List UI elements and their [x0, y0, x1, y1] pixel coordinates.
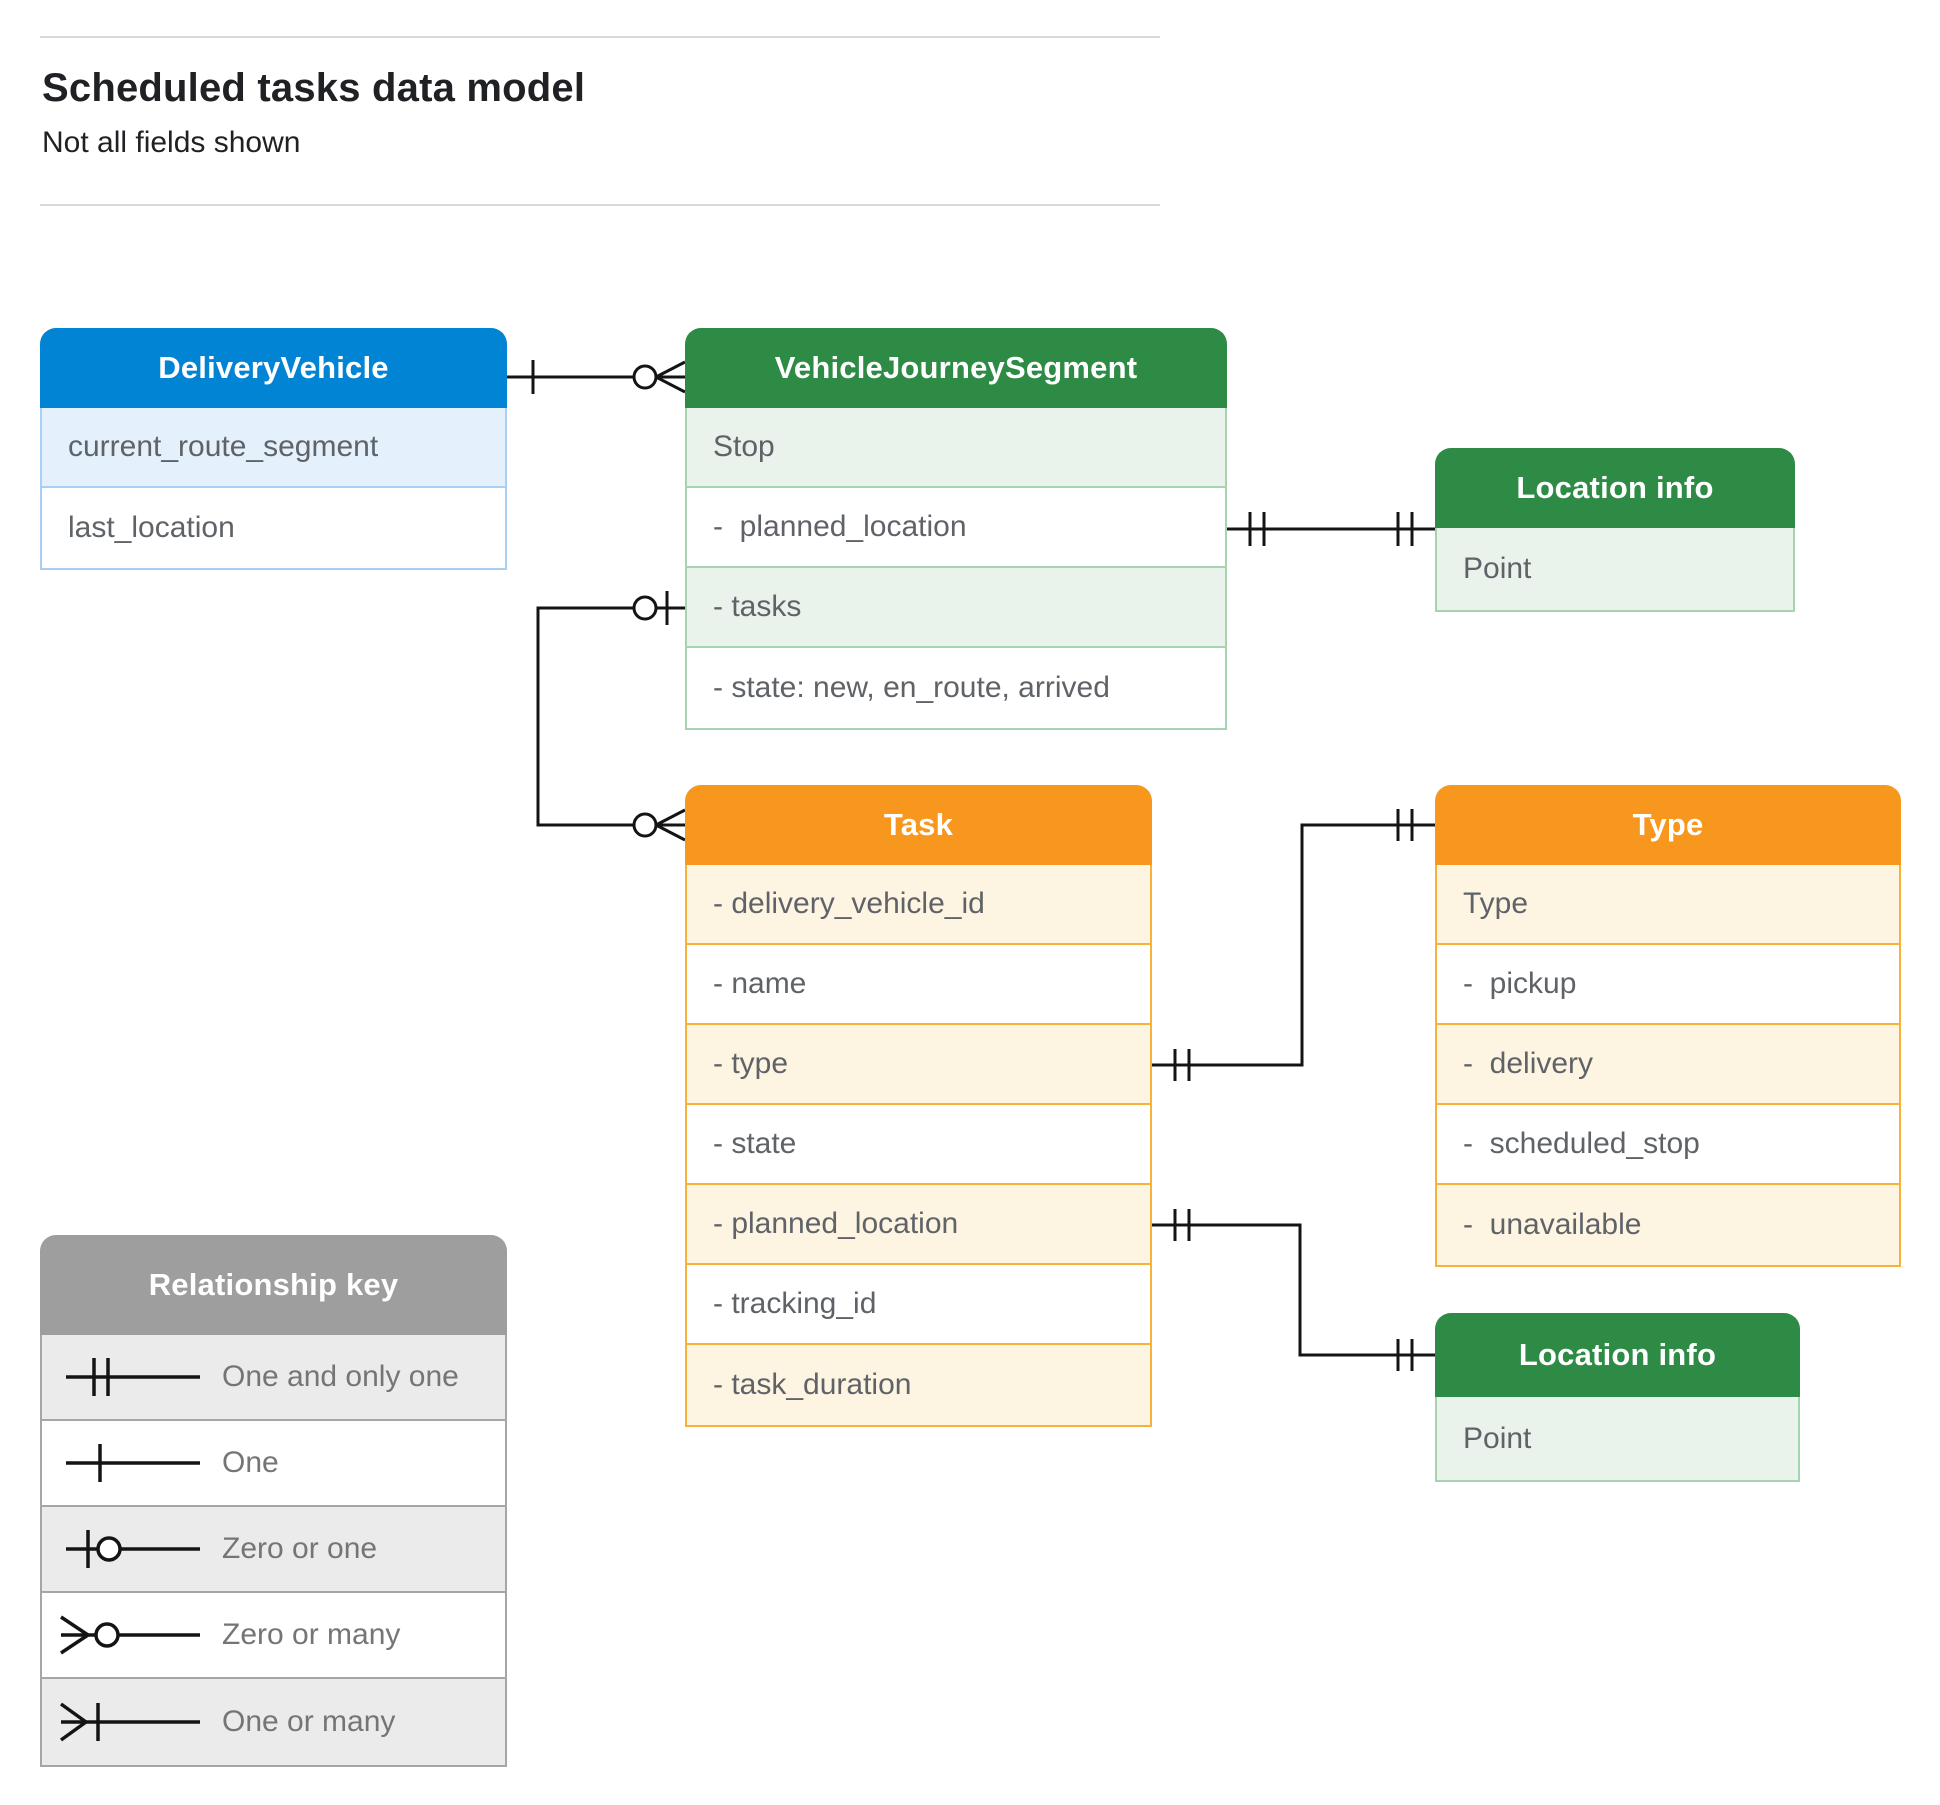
field-row: - planned_location [687, 488, 1225, 568]
field-label: Type [1463, 887, 1529, 920]
legend-body: One and only one One Zero or one Zero or… [40, 1335, 507, 1767]
field-label: - planned_location [713, 1207, 959, 1240]
entity-type: Type Type - pickup - delivery - schedule… [1435, 785, 1901, 1267]
field-label: last_location [68, 511, 235, 544]
field-label: Point [1463, 1421, 1532, 1455]
entity-body: current_route_segment last_location [40, 408, 507, 570]
field-label: - tracking_id [713, 1287, 877, 1320]
zero-or-one-icon [66, 1530, 200, 1568]
field-label: - unavailable [1463, 1208, 1642, 1241]
field-label: Stop [713, 430, 775, 463]
entity-body: Type - pickup - delivery - scheduled_sto… [1435, 865, 1901, 1267]
entity-body: Stop - planned_location - tasks - state:… [685, 408, 1227, 730]
field-row: - type [687, 1025, 1150, 1105]
legend-item: One [42, 1421, 505, 1507]
entity-body: Point [1435, 1397, 1800, 1482]
legend-item: Zero or one [42, 1507, 505, 1593]
divider-top [40, 36, 1160, 38]
field-row: current_route_segment [42, 408, 505, 488]
divider-bottom [40, 204, 1160, 206]
field-label: - delivery_vehicle_id [713, 887, 985, 920]
field-row: - tasks [687, 568, 1225, 648]
zero-or-many-icon [60, 1615, 200, 1655]
entity-body: - delivery_vehicle_id - name - type - st… [685, 865, 1152, 1427]
legend-label: One and only one [222, 1360, 459, 1393]
field-row: - unavailable [1437, 1185, 1899, 1265]
page-title: Scheduled tasks data model [42, 66, 586, 110]
field-row: - planned_location [687, 1185, 1150, 1265]
entity-title: Location info [1435, 448, 1795, 528]
field-row: - task_duration [687, 1345, 1150, 1425]
field-row: Point [1437, 528, 1793, 610]
connector-type-to-type [1152, 809, 1435, 1081]
legend-label: Zero or many [222, 1618, 401, 1651]
field-label: - type [713, 1047, 789, 1080]
field-label: - task_duration [713, 1368, 912, 1401]
legend-label: One or many [222, 1705, 396, 1738]
entity-vehicle-journey-segment: VehicleJourneySegment Stop - planned_loc… [685, 328, 1227, 730]
field-label: - pickup [1463, 967, 1577, 1000]
field-label: - tasks [713, 590, 802, 623]
connector-plannedlocation-to-locationinfo [1227, 512, 1435, 546]
legend-label: One [222, 1446, 279, 1479]
entity-title: VehicleJourneySegment [685, 328, 1227, 408]
legend-title: Relationship key [40, 1235, 507, 1335]
field-label: current_route_segment [68, 430, 379, 463]
entity-title: Task [685, 785, 1152, 865]
entity-title: Location info [1435, 1313, 1800, 1397]
field-row: - state: new, en_route, arrived [687, 648, 1225, 728]
field-label: Point [1463, 552, 1532, 585]
entity-location-info-bottom: Location info Point [1435, 1313, 1800, 1482]
legend-item: One or many [42, 1679, 505, 1765]
one-or-many-icon [59, 1702, 200, 1742]
connector-tasks-to-task [536, 591, 686, 842]
field-row: Type [1437, 865, 1899, 945]
entity-task: Task - delivery_vehicle_id - name - type… [685, 785, 1152, 1427]
field-label: - planned_location [713, 510, 967, 543]
field-label: - name [713, 967, 807, 1000]
field-row: - scheduled_stop [1437, 1105, 1899, 1185]
field-label: - scheduled_stop [1463, 1127, 1700, 1160]
entity-title: DeliveryVehicle [40, 328, 507, 408]
legend-label: Zero or one [222, 1532, 378, 1565]
entity-title: Type [1435, 785, 1901, 865]
page-subtitle: Not all fields shown [42, 126, 301, 159]
field-label: - state [713, 1127, 797, 1160]
entity-delivery-vehicle: DeliveryVehicle current_route_segment la… [40, 328, 507, 570]
connector-deliveryvehicle-to-vehiclejourneysegment [507, 360, 686, 394]
field-row: - state [687, 1105, 1150, 1185]
field-row: Stop [687, 408, 1225, 488]
field-row: - delivery_vehicle_id [687, 865, 1150, 945]
field-row: last_location [42, 488, 505, 568]
field-label: - delivery [1463, 1047, 1594, 1080]
legend-item: Zero or many [42, 1593, 505, 1679]
legend-item: One and only one [42, 1335, 505, 1421]
field-row: - delivery [1437, 1025, 1899, 1105]
entity-body: Point [1435, 528, 1795, 612]
relationship-key-legend: Relationship key One and only one One Ze… [40, 1235, 507, 1767]
field-row: - pickup [1437, 945, 1899, 1025]
one-icon [66, 1444, 200, 1482]
field-row: Point [1437, 1397, 1798, 1480]
connector-plannedlocation-to-locationinfo-bottom [1152, 1209, 1435, 1371]
field-label: - state: new, en_route, arrived [713, 671, 1110, 704]
one-and-only-one-icon [66, 1358, 200, 1396]
entity-location-info-top: Location info Point [1435, 448, 1795, 612]
field-row: - name [687, 945, 1150, 1025]
field-row: - tracking_id [687, 1265, 1150, 1345]
